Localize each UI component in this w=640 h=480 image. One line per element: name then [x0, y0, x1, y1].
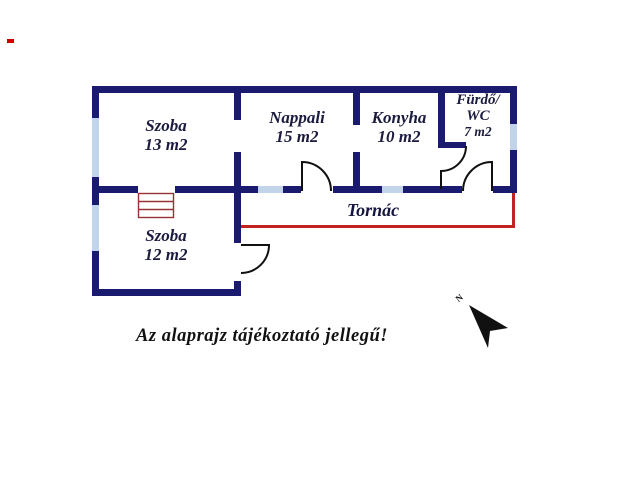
window-konyha	[382, 186, 403, 193]
room-area: 12 m2	[144, 245, 188, 264]
walls	[92, 86, 517, 296]
disclaimer-text: Az alaprajz tájékoztató jellegű!	[136, 326, 388, 346]
room-name: Fürdő/	[456, 92, 500, 108]
windows	[92, 118, 517, 251]
door-furdo	[440, 145, 467, 189]
doors	[240, 145, 493, 274]
window-szoba12	[92, 205, 99, 251]
window-nappali	[258, 186, 283, 193]
room-label-szoba12: Szoba 12 m2	[145, 226, 188, 264]
room-area: 10 m2	[377, 127, 421, 146]
window-szoba13	[92, 118, 99, 177]
room-name: Nappali	[269, 108, 325, 127]
room-name: Szoba	[145, 226, 187, 245]
porch-label: Tornác	[346, 200, 400, 220]
room-label-szoba13: Szoba 13 m2	[145, 116, 188, 154]
room-name: Konyha	[371, 108, 427, 127]
window-furdo	[510, 124, 517, 150]
room-label-konyha: Konyha 10 m2	[372, 108, 427, 146]
room-name2: WC	[466, 108, 490, 124]
room-label-furdo: Fürdő/ WC 7 m2	[456, 92, 499, 140]
porch-outline	[241, 193, 515, 228]
room-area: 13 m2	[144, 135, 188, 154]
room-area: 7 m2	[464, 124, 492, 139]
room-name: Szoba	[145, 116, 187, 135]
door-nappali	[301, 160, 332, 192]
north-arrow-icon	[469, 305, 508, 348]
stairs	[137, 192, 175, 219]
room-label-nappali: Nappali 15 m2	[269, 108, 325, 146]
door-konyha	[462, 160, 493, 192]
red-mark	[7, 39, 14, 43]
room-area: 15 m2	[275, 127, 319, 146]
door-szoba12	[240, 244, 271, 274]
